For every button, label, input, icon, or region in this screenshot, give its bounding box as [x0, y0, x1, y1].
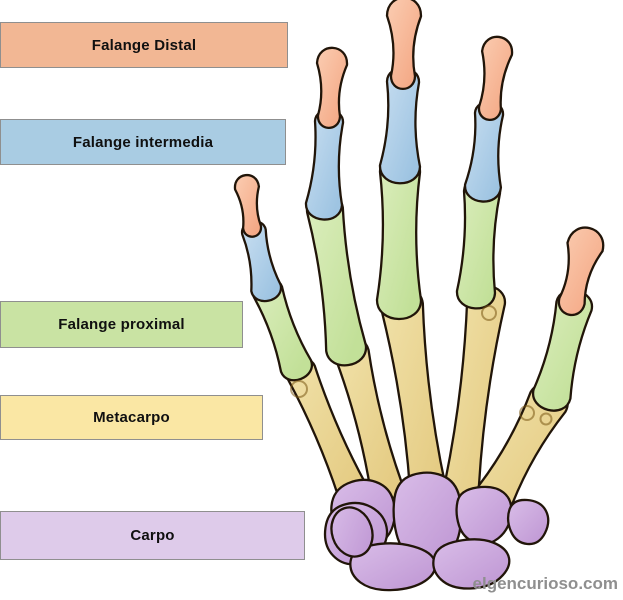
bone-foramen-detail-1 [290, 380, 308, 398]
label-falange-proximal-text: Falange proximal [58, 316, 185, 333]
label-metacarpo-text: Metacarpo [93, 409, 170, 426]
label-metacarpo: Metacarpo [0, 395, 263, 440]
bone-carpal-3 [455, 485, 513, 546]
watermark: elgencurioso.com [472, 574, 618, 593]
bone-carpal-pisiform [330, 506, 374, 558]
bone-distal-phalanx-ring [315, 46, 349, 129]
bone-distal-phalanx-pinky [233, 174, 263, 238]
bone-foramen-detail-3 [519, 405, 535, 421]
bone-carpal-7 [432, 538, 511, 590]
bone-distal-phalanx-thumb [557, 226, 605, 317]
label-carpo: Carpo [0, 511, 305, 560]
label-falange-distal-text: Falange Distal [91, 36, 197, 54]
label-falange-distal: Falange Distal [0, 22, 288, 68]
label-falange-proximal: Falange proximal [0, 301, 243, 348]
bone-distal-phalanx-index [477, 35, 514, 121]
bone-proximal-phalanx-ring [306, 193, 367, 367]
bone-foramen-detail-2 [481, 305, 497, 321]
bone-distal-phalanx-middle [385, 0, 423, 91]
bone-foramen-detail-4 [539, 412, 553, 426]
bone-carpal-6 [349, 542, 437, 592]
label-carpo-text: Carpo [130, 527, 175, 544]
label-falange-intermedia-text: Falange intermedia [72, 133, 214, 151]
bone-carpal-4 [506, 498, 550, 546]
label-falange-intermedia: Falange intermedia [0, 119, 286, 165]
